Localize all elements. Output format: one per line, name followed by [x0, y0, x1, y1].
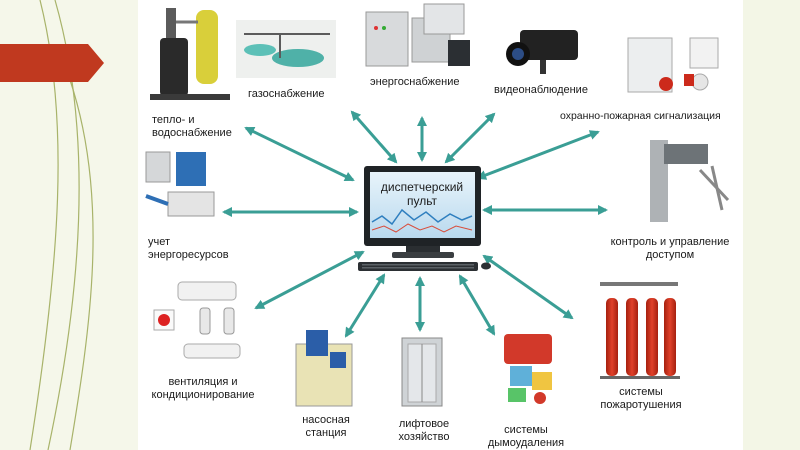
label-pump-station: насосная станция: [286, 414, 366, 440]
label-fire-alarm: охранно-пожарная сигнализация: [560, 110, 721, 123]
turnstile: [650, 140, 730, 222]
label-energy-metering-line-1: учет: [148, 236, 171, 248]
label-heat-water-line-2: водоснабжение: [152, 127, 232, 139]
arrow-fire-alarm: [476, 130, 600, 180]
label-power-line-1: энергоснабжение: [370, 76, 460, 88]
center-label-line-2: пульт: [406, 194, 438, 208]
label-smoke-removal-line-1: системы: [504, 424, 548, 436]
center-label-line-1: диспетчерский: [380, 180, 464, 194]
label-access-control-line-2: доступом: [645, 249, 695, 261]
arrow-gas: [350, 110, 398, 164]
arrow-smoke: [458, 274, 496, 336]
arrow-pump: [344, 273, 386, 338]
power-panels: [365, 3, 470, 67]
label-energy-metering-line-2: энергоресурсов: [148, 249, 229, 261]
smoke-removal-devices: [504, 334, 552, 404]
label-pump-station-line-2: станция: [305, 427, 347, 439]
fire-extinguishing-cylinders: [600, 282, 680, 379]
label-video-line-1: видеонаблюдение: [494, 84, 588, 96]
label-power: энергоснабжение: [370, 76, 460, 89]
label-pump-station-line-1: насосная: [302, 414, 350, 426]
red-accent-shape: [0, 44, 104, 82]
label-fire-extinguishing-line-2: пожаротушения: [600, 399, 682, 411]
fire-alarm-devices: [627, 37, 719, 93]
label-heat-water-line-1: тепло- и: [152, 114, 195, 126]
video-camera: [506, 30, 578, 74]
label-elevator-line-2: хозяйство: [398, 431, 450, 443]
label-access-control: контроль и управление доступом: [600, 236, 740, 262]
label-smoke-removal: системы дымоудаления: [476, 424, 576, 450]
elevator: [401, 337, 443, 407]
heat-water-equipment: [150, 8, 230, 100]
label-fire-extinguishing-line-1: системы: [619, 386, 663, 398]
label-energy-metering: учет энергоресурсов: [148, 236, 229, 262]
label-ventilation-line-1: вентиляция и: [168, 376, 238, 388]
dispatch-computer: [358, 166, 491, 271]
gas-equipment: [236, 20, 336, 78]
label-ventilation: вентиляция и кондиционирование: [148, 376, 258, 402]
pump-station: [295, 330, 353, 407]
energy-metering-devices: [145, 151, 215, 217]
label-smoke-removal-line-2: дымоудаления: [487, 437, 565, 449]
label-elevator-line-1: лифтовое: [398, 418, 450, 430]
arrow-video: [444, 112, 496, 164]
label-fire-extinguishing: системы пожаротушения: [586, 386, 696, 412]
label-elevator: лифтовое хозяйство: [384, 418, 464, 444]
center-label: диспетчерский пульт: [372, 180, 472, 208]
label-gas-line-1: газоснабжение: [248, 88, 325, 100]
label-heat-water: тепло- и водоснабжение: [152, 114, 232, 140]
connector-arrows: [222, 110, 608, 338]
arrow-fire-ext: [482, 254, 574, 320]
label-access-control-line-1: контроль и управление: [610, 236, 730, 248]
label-gas: газоснабжение: [248, 88, 324, 101]
arrow-heat-water: [244, 126, 355, 182]
label-ventilation-line-2: кондиционирование: [151, 389, 255, 401]
arrow-ventilation: [254, 250, 365, 310]
right-side-panel: [743, 0, 800, 450]
ventilation-units: [153, 281, 241, 359]
label-fire-alarm-line-1: охранно-пожарная сигнализация: [560, 110, 721, 122]
label-video: видеонаблюдение: [494, 84, 588, 97]
